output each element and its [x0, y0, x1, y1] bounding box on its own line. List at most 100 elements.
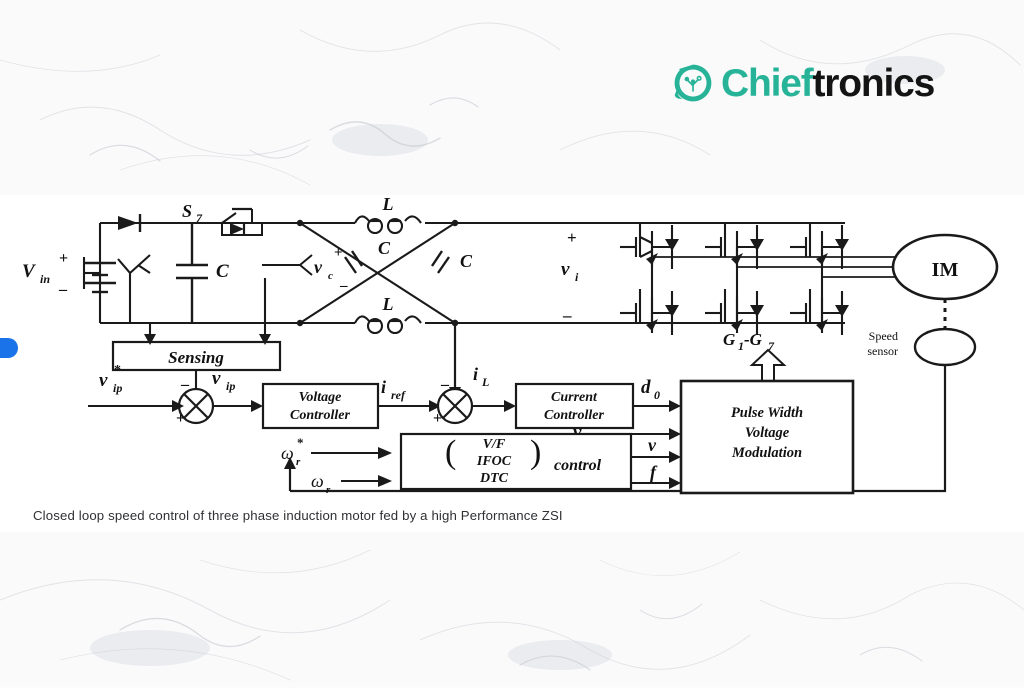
induction-motor: IM — [891, 233, 999, 301]
control-line3: DTC — [479, 471, 509, 486]
zsource-cap-right — [431, 250, 450, 274]
gate-drive-arrow — [749, 348, 787, 382]
three-phase-inverter: + _ v i — [560, 221, 905, 382]
vip-label: v — [212, 368, 221, 389]
current-controller-block: Current Controller — [514, 382, 635, 430]
wr-ref-label: ω — [281, 443, 294, 463]
current-summing-junction — [436, 387, 474, 425]
sensing-inputs — [148, 278, 267, 335]
input-cap-label: C — [216, 261, 229, 282]
input-capacitor — [176, 223, 208, 323]
zsource-cap-left — [344, 250, 363, 274]
vip-ref-arrow — [172, 400, 184, 412]
control-paren-open: ( — [445, 434, 456, 471]
brand-logo: Chieftronics — [672, 61, 936, 105]
s7-sub: 7 — [196, 211, 203, 225]
wr-feedback-arrow — [378, 475, 392, 487]
vin-plus: + — [59, 250, 68, 267]
iref-plus-sign: + — [433, 410, 442, 427]
speed-sensor-label-1: Speed — [869, 329, 898, 343]
logo-word-primary: Chief — [721, 61, 814, 105]
figure-caption: Closed loop speed control of three phase… — [33, 508, 563, 523]
il-tap-node — [451, 319, 459, 327]
vip-minus-sign: _ — [180, 371, 190, 388]
sensing-input-arrow-1 — [144, 334, 156, 345]
three-phase-output-lines — [652, 256, 905, 278]
vip-feed-arrow — [669, 428, 681, 440]
logo-word-secondary: tronics — [812, 61, 936, 105]
wr-sub: r — [326, 484, 331, 496]
voltage-summing-junction — [177, 387, 215, 425]
il-minus-sign: _ — [440, 371, 450, 388]
input-voltage-source — [82, 257, 116, 294]
vc-sub: c — [328, 270, 333, 282]
vc-minus: _ — [339, 273, 348, 289]
vin-label: V — [22, 261, 36, 282]
vip-ref-star: * — [114, 363, 121, 378]
v-out-label: v — [648, 435, 657, 455]
vi-minus: _ — [562, 300, 572, 319]
iref-arrow — [429, 400, 441, 412]
control-line2: IFOC — [476, 454, 512, 469]
speed-sensor — [913, 327, 977, 367]
vip-ref-label: v — [99, 370, 108, 391]
vi-sub: i — [575, 270, 579, 284]
logo-wordmark: Chieftronics — [721, 61, 936, 105]
input-switch — [117, 254, 151, 323]
gate-signals-label: G — [723, 330, 736, 349]
inductor-top-label: L — [382, 195, 394, 214]
control-line1: V/F — [483, 437, 506, 452]
current-controller-input-arrow — [504, 400, 516, 412]
vi-label: v — [561, 259, 570, 280]
vf-output-wires — [631, 455, 670, 485]
inductor-top — [354, 215, 422, 235]
inverter-leg-b — [705, 223, 764, 335]
inductor-bottom — [354, 315, 422, 335]
gate-signals-sub1: 1 — [738, 339, 744, 353]
wr-ref-arrow — [378, 447, 392, 459]
motor-control-block: ( V/F IFOC DTC ) control — [399, 432, 633, 491]
gate-signals-dash: -G — [744, 330, 763, 349]
voltage-controller-line1: Voltage — [299, 390, 342, 405]
iref-sub: ref — [391, 388, 406, 402]
v-out-arrow — [669, 451, 681, 463]
speed-feedback-arrow — [284, 457, 296, 469]
zsource-entry-rails — [192, 221, 298, 325]
voltage-controller-input-arrow — [251, 400, 263, 412]
switch-s7: S 7 — [182, 201, 263, 236]
current-controller-line2: Controller — [544, 408, 604, 423]
d0-sub: 0 — [654, 388, 660, 402]
wr-ref-sub: r — [296, 456, 301, 468]
vin-sub: in — [40, 272, 50, 286]
inverter-leg-c — [790, 223, 849, 335]
zsi-control-schematic: V in + _ C S 7 — [22, 195, 999, 496]
vip-feed-label: v — [573, 422, 582, 443]
d0-arrow — [669, 400, 681, 412]
pwm-line2: Voltage — [745, 425, 790, 441]
vi-plus: + — [567, 228, 577, 247]
control-suffix: control — [554, 457, 602, 474]
motor-label: IM — [932, 259, 959, 281]
current-controller-line1: Current — [551, 390, 598, 405]
inverter-leg-a — [620, 223, 679, 335]
vip-sub: ip — [226, 379, 235, 393]
wr-label: ω — [311, 471, 324, 491]
vc-plus: + — [334, 245, 343, 261]
f-out-label: f — [650, 462, 658, 482]
chieftronics-bubble-circuit-icon — [674, 64, 712, 102]
wr-ref-star: * — [297, 435, 304, 450]
voltage-controller-block: Voltage Controller — [261, 382, 380, 430]
vip-plus-sign: + — [176, 410, 185, 427]
s7-label: S — [182, 201, 192, 221]
sensing-input-arrow-2 — [259, 334, 271, 345]
speed-sensor-label-2: sensor — [867, 344, 898, 358]
f-out-arrow — [669, 477, 681, 489]
sensing-label: Sensing — [168, 348, 224, 367]
pwm-line1: Pulse Width — [731, 405, 803, 421]
vc-label: v — [314, 257, 323, 277]
vin-minus: _ — [58, 276, 68, 293]
zsource-cap-left-label: C — [378, 238, 391, 258]
pwm-line3: Modulation — [731, 445, 802, 461]
gate-signals-sub2: 7 — [768, 339, 775, 353]
pwm-block: Pulse Width Voltage Modulation — [679, 379, 855, 495]
